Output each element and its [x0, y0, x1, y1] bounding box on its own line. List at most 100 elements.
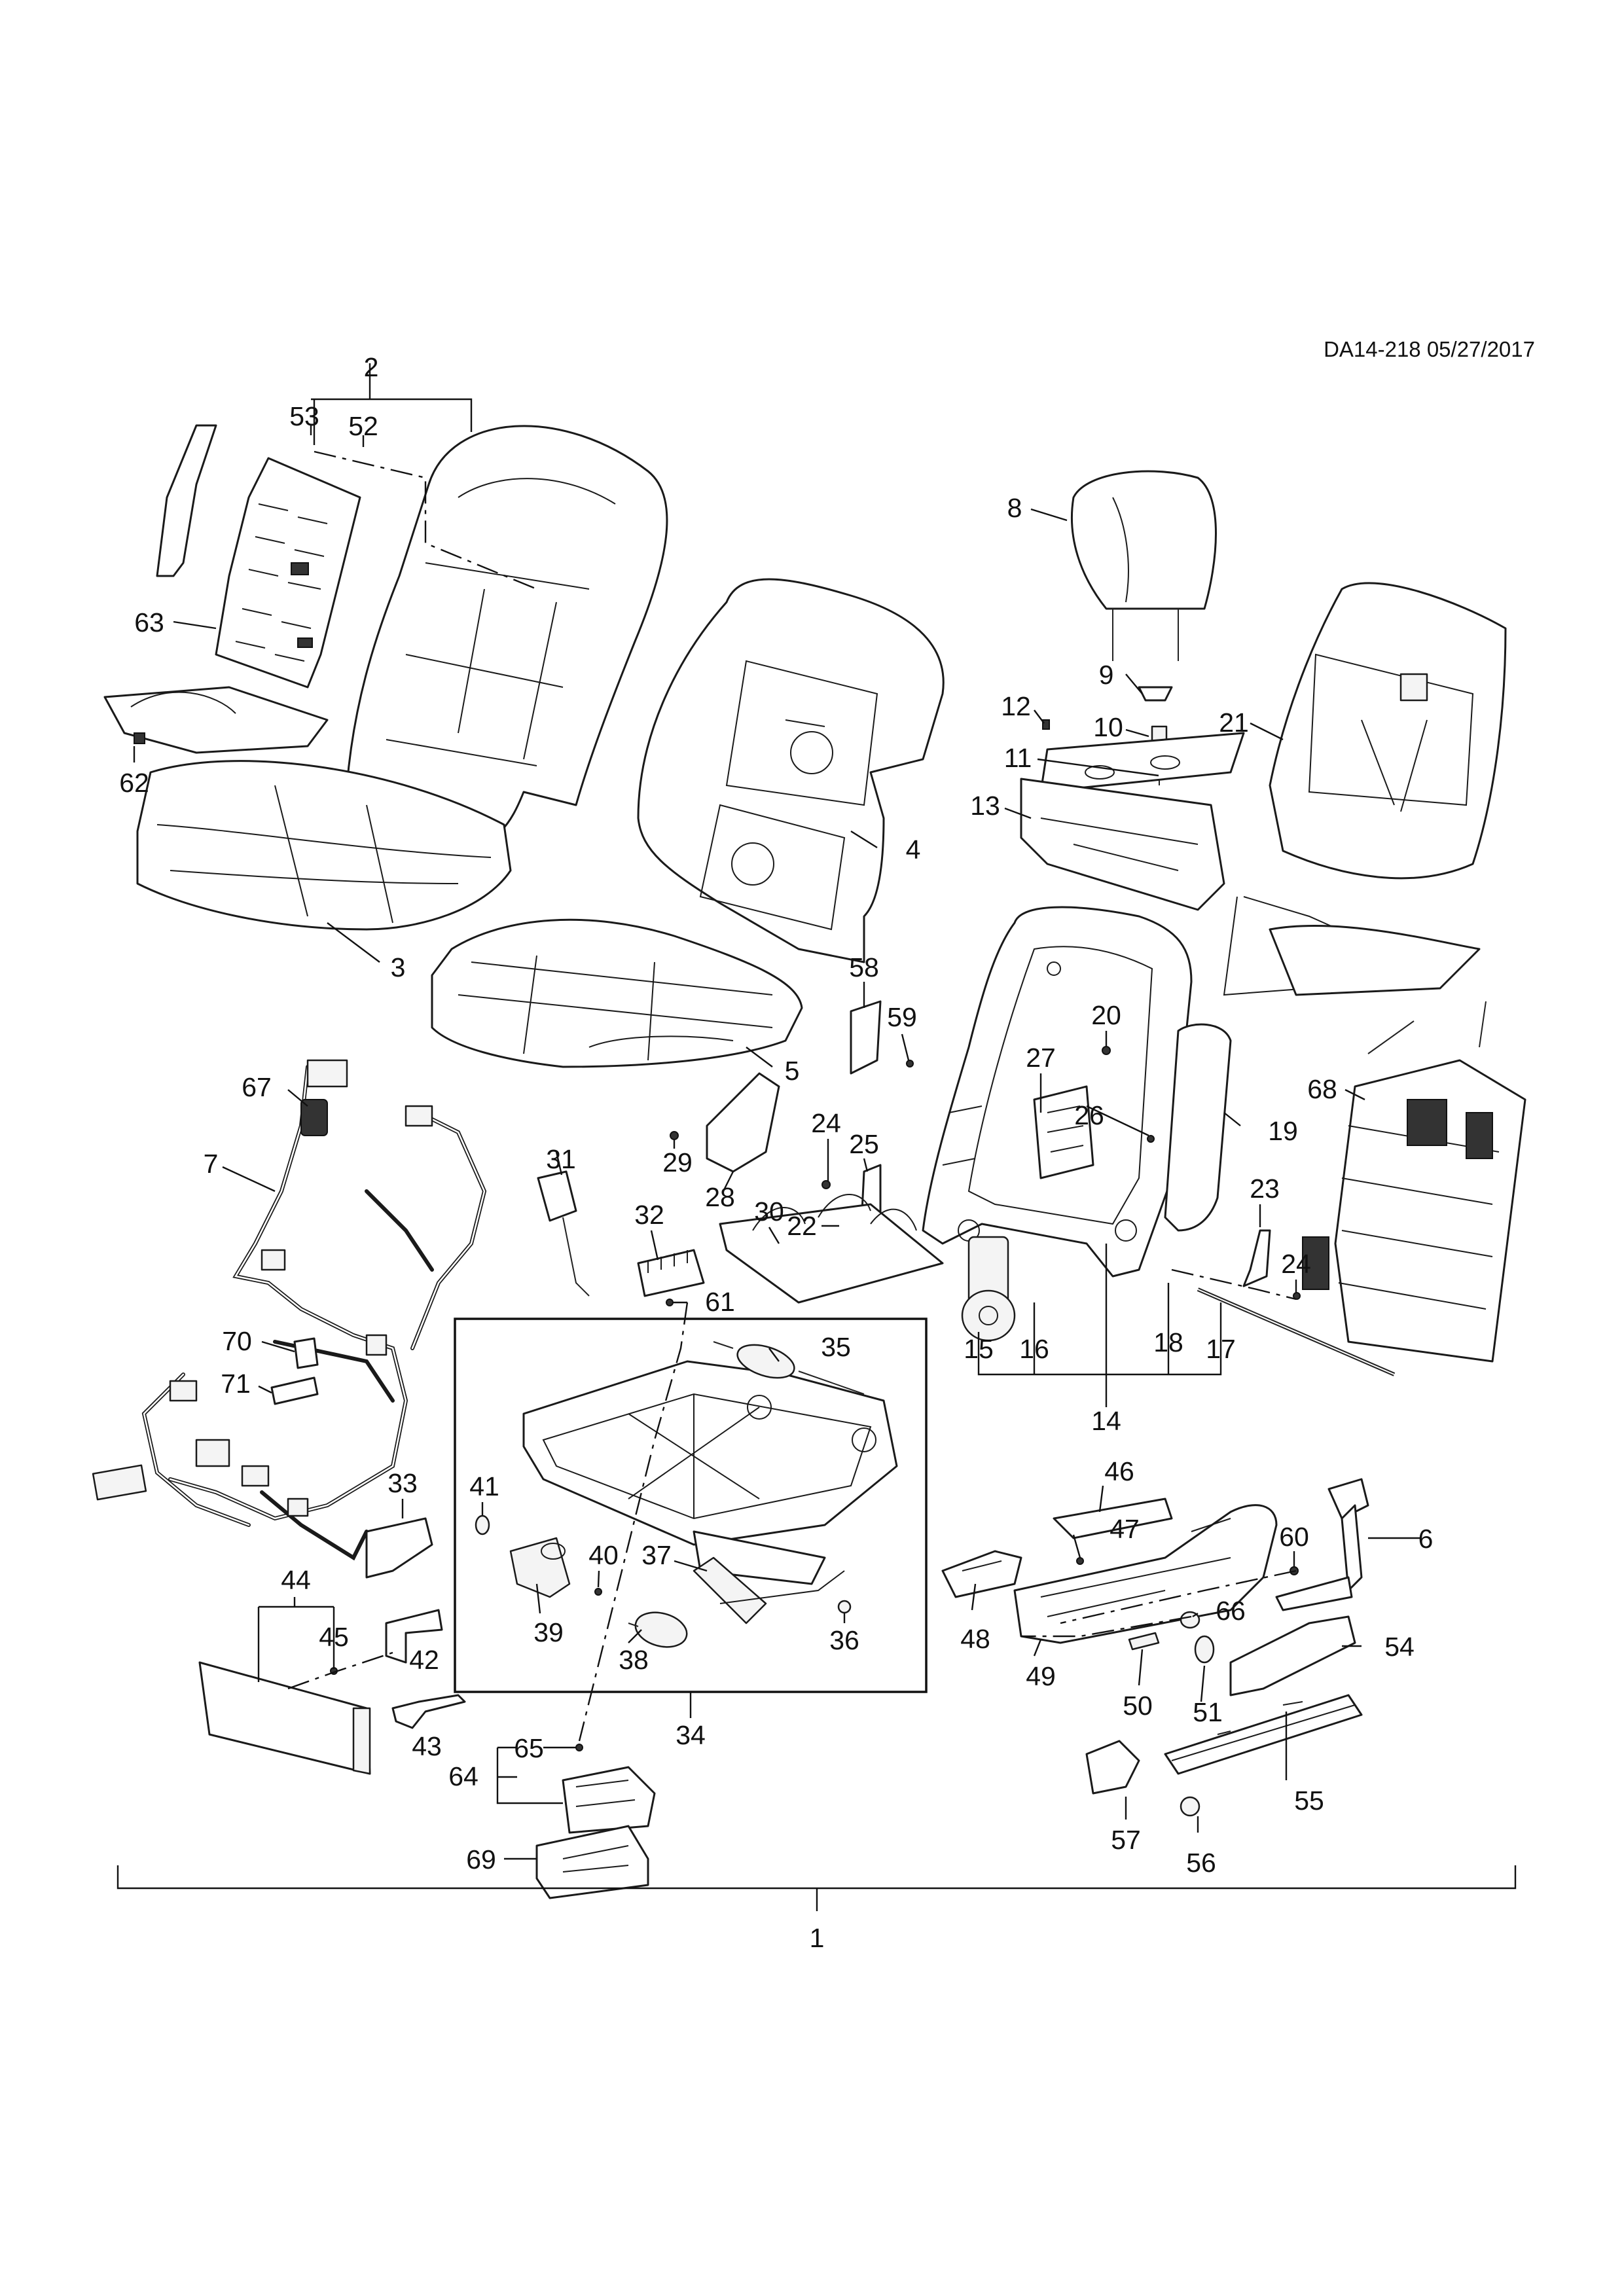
sensor-71: [270, 1376, 319, 1405]
callout-14: 14: [1091, 1406, 1121, 1436]
switch-knob-51: [1194, 1635, 1215, 1664]
seat-track-end-cover-57: [1085, 1740, 1140, 1795]
callout-39: 39: [533, 1617, 564, 1647]
leader-lines: [117, 363, 1517, 1911]
callout-35: 35: [821, 1332, 851, 1362]
screw-40: [594, 1588, 602, 1596]
callout-10: 10: [1093, 712, 1123, 742]
trim-cover-58: [850, 1000, 882, 1075]
seat-track-cover-55: [1164, 1694, 1363, 1775]
seat-cushion-front-trim: [198, 1661, 371, 1775]
callout-65: 65: [514, 1733, 544, 1763]
seat-back-side-strip: [156, 424, 217, 577]
seat-cushion-outer-side-trim: [1013, 1504, 1278, 1644]
lumbar-support-plate: [1033, 1085, 1094, 1179]
callout-48: 48: [960, 1624, 990, 1654]
callout-18: 18: [1153, 1327, 1183, 1357]
seat-cushion-inner-trim-54: [1229, 1615, 1356, 1696]
bracket-46: [1053, 1498, 1173, 1539]
callout-64: 64: [448, 1761, 478, 1791]
callout-25: 25: [849, 1129, 879, 1159]
callout-46: 46: [1104, 1456, 1134, 1486]
screw-65: [575, 1744, 583, 1751]
callout-50: 50: [1123, 1691, 1153, 1721]
callout-38: 38: [619, 1645, 649, 1675]
callout-61: 61: [705, 1287, 735, 1317]
callout-62: 62: [119, 768, 149, 798]
clip-59: [906, 1060, 914, 1067]
callout-40: 40: [588, 1540, 619, 1570]
headrest-guide: [1138, 686, 1173, 702]
seat-back-rear-panel: [1223, 582, 1507, 996]
bracket-43: [391, 1694, 466, 1729]
callout-57: 57: [1111, 1825, 1141, 1855]
seat-cushion-cover: [136, 760, 512, 931]
seat-module-64: [562, 1766, 656, 1834]
callout-13: 13: [970, 791, 1000, 821]
cushion-suspension-mat: [719, 1194, 944, 1304]
callout-15: 15: [964, 1334, 994, 1364]
callout-45: 45: [319, 1622, 349, 1652]
callout-29: 29: [662, 1147, 693, 1177]
bracket-28: [706, 1072, 780, 1173]
screw-12: [1042, 719, 1050, 730]
callout-37: 37: [641, 1540, 672, 1570]
callout-55: 55: [1294, 1785, 1324, 1816]
callout-5: 5: [785, 1056, 800, 1086]
connector-70: [293, 1337, 319, 1369]
screw-24-left: [821, 1180, 831, 1189]
seat-belt-buckle: [537, 1170, 590, 1297]
seat-adjuster-handle: [1275, 1478, 1369, 1611]
callout-70: 70: [222, 1326, 252, 1356]
seat-adjuster-motor-38: [628, 1611, 688, 1648]
callout-2: 2: [364, 352, 379, 382]
callout-66: 66: [1216, 1596, 1246, 1626]
callout-51: 51: [1193, 1697, 1223, 1727]
callout-24: 24: [811, 1108, 841, 1138]
cushion-heater-element-32: [637, 1249, 705, 1297]
callout-21: 21: [1219, 708, 1249, 738]
screw-47: [1076, 1557, 1084, 1565]
seat-adjuster-motor-37: [693, 1556, 845, 1624]
callout-71: 71: [221, 1369, 251, 1399]
callout-8: 8: [1007, 493, 1022, 523]
callout-9: 9: [1099, 660, 1114, 690]
screw-26: [1147, 1135, 1155, 1143]
seat-adjuster-motor-35: [713, 1341, 865, 1395]
callout-41: 41: [469, 1471, 499, 1501]
fastener-20: [1102, 1046, 1111, 1055]
callout-32: 32: [634, 1200, 664, 1230]
callout-58: 58: [849, 952, 879, 982]
callout-59: 59: [887, 1002, 917, 1032]
bracket-23: [1242, 1229, 1271, 1287]
callout-56: 56: [1186, 1848, 1216, 1878]
seat-back-frame: [922, 906, 1193, 1278]
seat-cushion-heater-pad: [103, 686, 329, 754]
screw-29: [670, 1131, 679, 1140]
callout-68: 68: [1307, 1074, 1337, 1104]
screw-61: [666, 1299, 674, 1306]
callout-12: 12: [1001, 691, 1031, 721]
callout-7: 7: [204, 1149, 219, 1179]
recliner-cover-33: [365, 1517, 433, 1579]
bracket-42: [385, 1609, 443, 1664]
callout-67: 67: [242, 1072, 272, 1102]
callout-49: 49: [1026, 1661, 1056, 1691]
switch-knob-50: [1128, 1632, 1160, 1651]
seat-adjuster-motor-39: [509, 1537, 571, 1598]
lumbar-support-assembly: [1302, 1001, 1526, 1363]
callout-30: 30: [754, 1196, 784, 1227]
recliner-motor: [961, 1236, 1016, 1342]
seat-back-heater-pad: [215, 457, 361, 689]
callout-60: 60: [1279, 1522, 1309, 1552]
callout-54: 54: [1384, 1632, 1415, 1662]
headrest: [1071, 470, 1217, 661]
callout-42: 42: [409, 1645, 439, 1675]
callout-27: 27: [1026, 1043, 1056, 1073]
callout-4: 4: [906, 834, 921, 865]
callout-11: 11: [1004, 743, 1032, 773]
callout-17: 17: [1206, 1334, 1236, 1364]
seat-cushion-pad: [431, 918, 803, 1068]
nut-41: [475, 1515, 490, 1535]
